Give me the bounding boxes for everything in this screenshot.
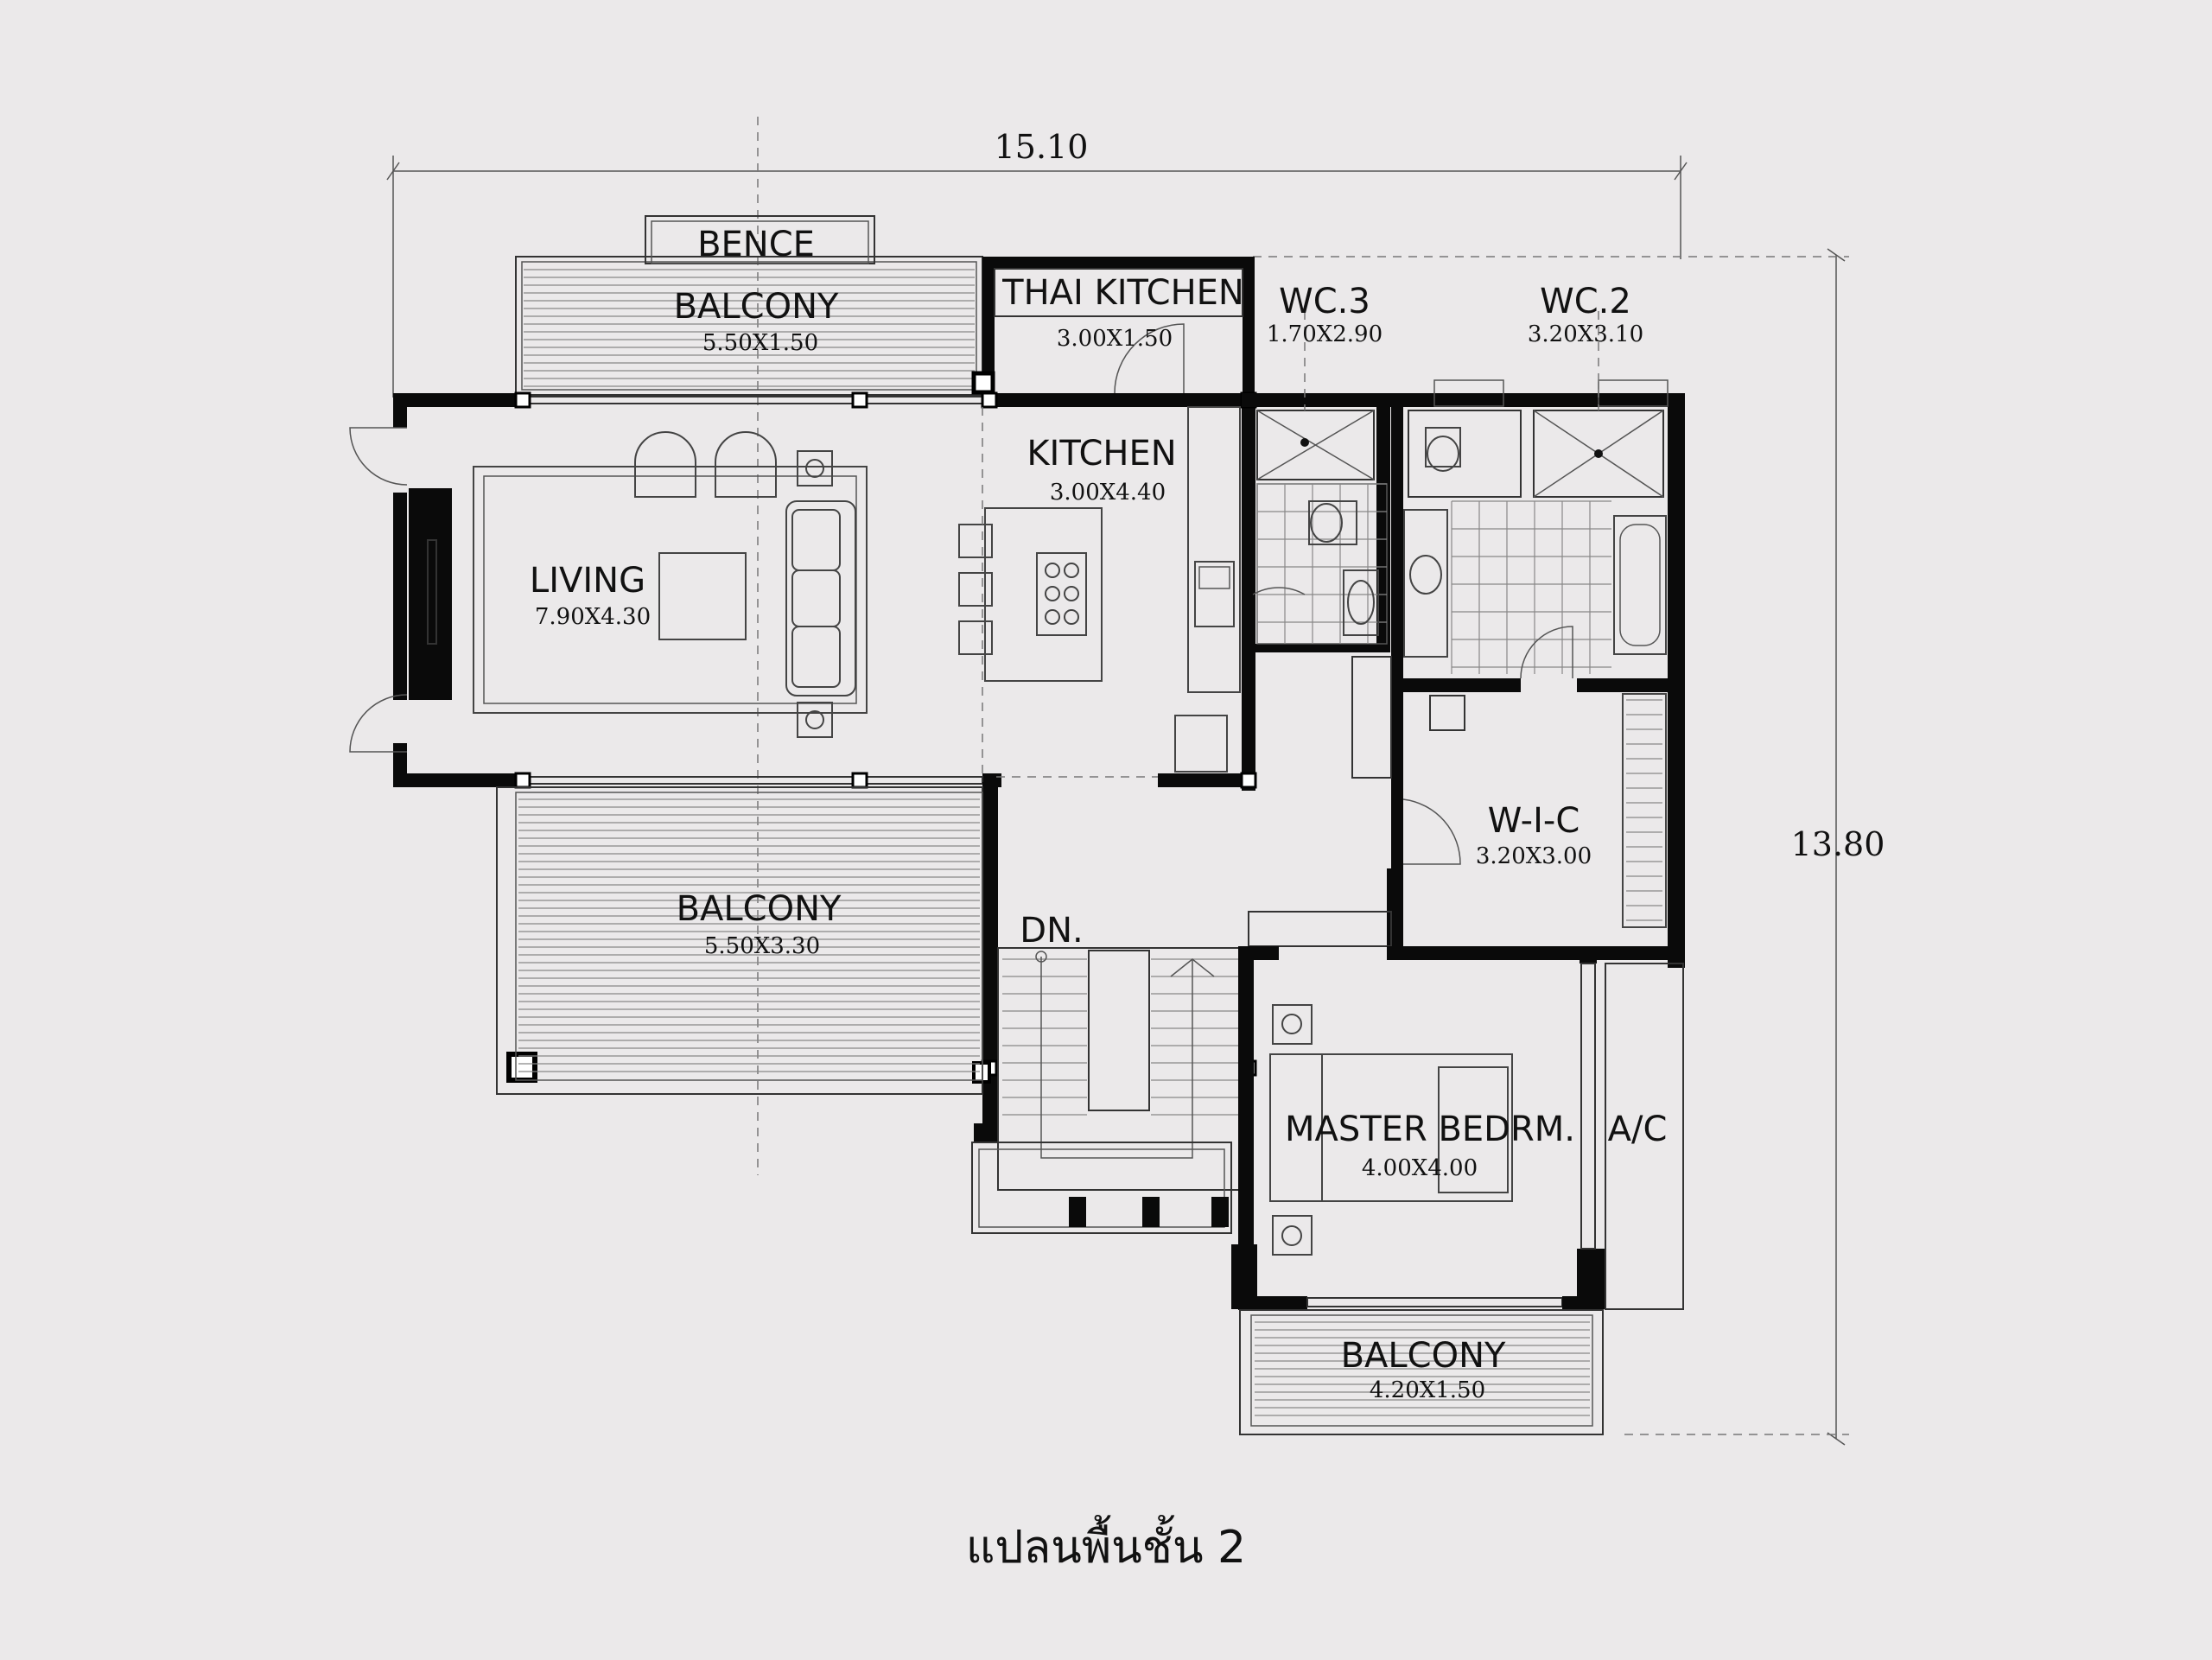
wc2-walls (1382, 379, 1685, 692)
thai-kitchen-walls (982, 257, 1255, 395)
living-label: LIVING (530, 561, 645, 601)
balcony-south-deck (1239, 1309, 1604, 1435)
thai-kitchen-size: 3.00X1.50 (1057, 326, 1173, 352)
master-bedroom-size: 4.00X4.00 (1362, 1155, 1478, 1181)
coffee-table (658, 552, 747, 640)
kitchen-size: 3.00X4.40 (1050, 480, 1166, 506)
width-dimension-label: 15.10 (995, 128, 1089, 166)
armchairs (634, 431, 777, 498)
kitchen-label: KITCHEN (1027, 434, 1176, 474)
wc2-label: WC.2 (1540, 282, 1631, 321)
bench (645, 215, 875, 264)
balcony-north-size: 5.50X1.50 (702, 330, 818, 356)
plan-caption: แปลนพื้นชั้น 2 (966, 1515, 1246, 1574)
balcony-west-size: 5.50X3.30 (704, 933, 820, 959)
wic-label: W-I-C (1488, 801, 1580, 841)
wc2-size: 3.20X3.10 (1528, 321, 1643, 347)
wc3-size: 1.70X2.90 (1267, 321, 1382, 347)
stair-label: DN. (1020, 911, 1083, 951)
staircase (997, 947, 1243, 1191)
cooktop (1036, 552, 1087, 636)
balcony-north-label: BALCONY (674, 287, 839, 327)
refrigerator (1174, 715, 1228, 773)
thai-kitchen-label: THAI KITCHEN (1001, 273, 1244, 313)
wic-size: 3.20X3.00 (1476, 843, 1592, 869)
kitchen-sink (1194, 561, 1235, 627)
depth-dimension-label: 13.80 (1791, 825, 1885, 863)
bedside-tables (1272, 1004, 1313, 1256)
main-walls (393, 393, 1255, 1142)
room-labels: BENCE BALCONY 5.50X1.50 THAI KITCHEN 3.0… (530, 225, 1667, 1403)
balcony-south-size: 4.20X1.50 (1370, 1377, 1485, 1403)
wc3-label: WC.3 (1279, 282, 1370, 321)
master-bed (1269, 1053, 1513, 1202)
ac-label: A/C (1608, 1110, 1668, 1149)
bar-stools (958, 524, 993, 655)
wic-walls (1351, 656, 1685, 968)
bence-label: BENCE (697, 225, 815, 264)
balcony-north-deck (515, 256, 983, 396)
side-tables (797, 450, 833, 738)
wc3-walls (1242, 393, 1390, 652)
balcony-west-deck (496, 786, 983, 1095)
kitchen-island (984, 507, 1103, 682)
kitchen-counter (1187, 406, 1241, 693)
balcony-west-label: BALCONY (677, 889, 842, 929)
living-west-doors (349, 427, 452, 753)
master-bedroom-label: MASTER BEDRM. (1285, 1110, 1575, 1149)
balcony-south-label: BALCONY (1341, 1336, 1506, 1376)
living-size: 7.90X4.30 (535, 604, 651, 630)
sofa (785, 500, 856, 696)
master-bedroom-walls (1231, 911, 1685, 1310)
stair-landing (971, 1142, 1232, 1234)
